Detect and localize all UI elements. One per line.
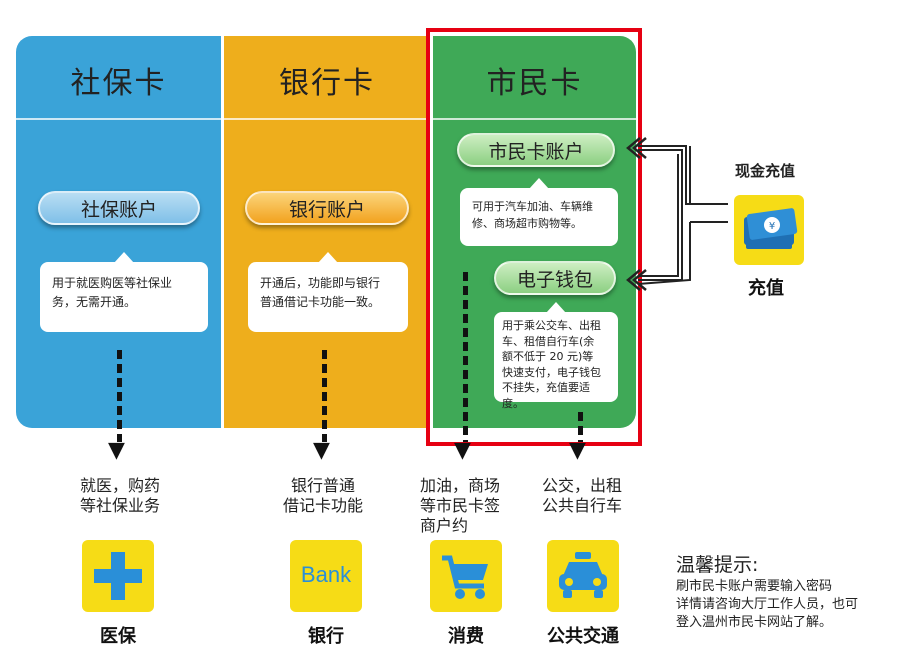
panel-divider bbox=[433, 118, 636, 120]
public-transport-caption: 公共交通 bbox=[547, 626, 619, 647]
desc-line: 不挂失，充值要适度。 bbox=[502, 381, 590, 410]
e-wallet-pill: 电子钱包 bbox=[494, 261, 616, 295]
desc-line: 开通后，功能即与银行 bbox=[260, 276, 381, 290]
dashed-arrow-line bbox=[322, 350, 327, 442]
cash-recharge-icon: ¥ bbox=[734, 195, 804, 265]
desc-line: 修、商场超市购物等。 bbox=[472, 217, 582, 230]
social-account-pill: 社保账户 bbox=[38, 191, 200, 225]
tips-line: 刷市民卡账户需要输入密码 bbox=[676, 579, 833, 594]
dashed-arrow-line bbox=[463, 272, 468, 442]
tips-line: 详情请咨询大厅工作人员，也可 bbox=[676, 597, 859, 612]
merchant-destination-label: 加油，商场 等市民卡签 商户约 bbox=[420, 476, 501, 535]
desc-line: 用于就医购医等社保业 bbox=[52, 276, 173, 290]
bank-destination-label: 银行普通 借记卡功能 bbox=[282, 476, 363, 515]
desc-line: 快速支付，电子钱包 bbox=[502, 365, 601, 379]
shopping-cart-icon bbox=[430, 540, 502, 612]
social-destination-label: 就医，购药 等社保业务 bbox=[79, 476, 160, 515]
panel-divider bbox=[16, 118, 221, 120]
citizen-account-pill: 市民卡账户 bbox=[457, 133, 615, 167]
arrow-down-icon: ▼ bbox=[569, 438, 586, 463]
transport-destination-label: 公交，出租 公共自行车 bbox=[541, 476, 622, 515]
medical-insurance-caption: 医保 bbox=[100, 626, 136, 647]
bank-card-panel: 银行卡 bbox=[224, 36, 430, 428]
citizen-card-title: 市民卡 bbox=[486, 66, 583, 101]
e-wallet-desc: 用于乘公交车、出租 车、租借自行车(余 额不低于 20 元)等 快速支付，电子钱… bbox=[494, 302, 618, 410]
recharge-connector bbox=[626, 137, 728, 291]
desc-line: 用于乘公交车、出租 bbox=[502, 319, 601, 332]
bank-icon: Bank bbox=[290, 540, 362, 612]
social-account-desc: 用于就医购医等社保业 务，无需开通。 bbox=[40, 252, 208, 332]
desc-line: 额不低于 20 元)等 bbox=[502, 350, 594, 363]
consumption-caption: 消费 bbox=[448, 626, 484, 647]
dashed-arrow-line bbox=[117, 350, 122, 442]
citizen-card-highlight-frame bbox=[426, 28, 642, 446]
recharge-caption: 充值 bbox=[748, 278, 784, 299]
currency-symbol: ¥ bbox=[769, 221, 775, 232]
taxi-icon bbox=[547, 540, 619, 612]
tips-title: 温馨提示: bbox=[676, 554, 759, 576]
desc-line: 务，无需开通。 bbox=[52, 295, 137, 309]
desc-line: 普通借记卡功能一致。 bbox=[260, 295, 381, 309]
desc-line: 可用于汽车加油、车辆维 bbox=[472, 200, 593, 213]
panel-divider bbox=[224, 118, 430, 120]
arrow-down-icon: ▼ bbox=[313, 438, 330, 463]
bank-card-title: 银行卡 bbox=[279, 66, 375, 101]
bank-account-desc: 开通后，功能即与银行 普通借记卡功能一致。 bbox=[248, 252, 408, 332]
bank-caption: 银行 bbox=[308, 626, 344, 647]
arrow-down-icon: ▼ bbox=[454, 438, 471, 463]
social-card-title: 社保卡 bbox=[70, 66, 167, 101]
bank-account-pill: 银行账户 bbox=[245, 191, 409, 225]
citizen-account-desc: 可用于汽车加油、车辆维 修、商场超市购物等。 bbox=[460, 178, 618, 246]
medical-cross-icon bbox=[82, 540, 154, 612]
bank-icon-text: Bank bbox=[300, 562, 352, 587]
cash-recharge-label: 现金充值 bbox=[735, 162, 796, 180]
arrow-down-icon: ▼ bbox=[108, 438, 125, 463]
tips-line: 登入温州市民卡网站了解。 bbox=[676, 615, 833, 630]
dashed-arrow-line bbox=[578, 412, 583, 442]
desc-line: 车、租借自行车(余 bbox=[502, 334, 595, 348]
